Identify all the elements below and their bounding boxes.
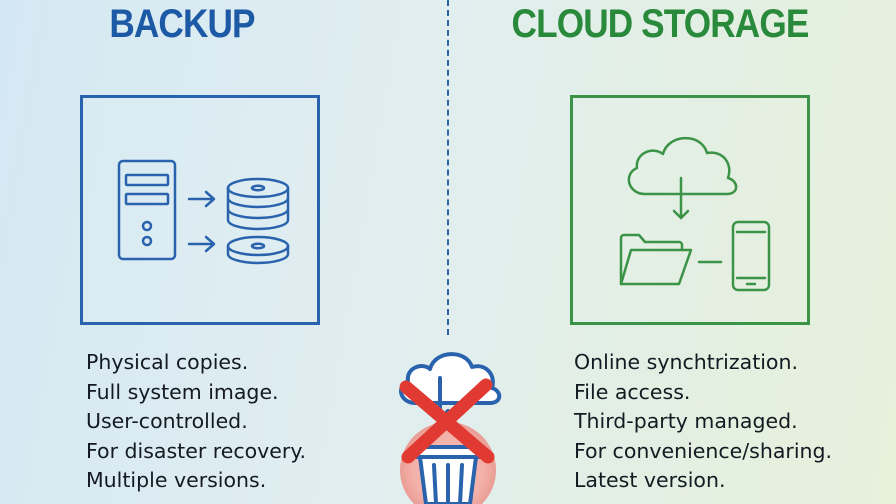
list-item: Online synchtrization. [574,350,798,374]
cross-icon [399,378,495,464]
cloud-download-icon [627,136,738,220]
backup-features-list: Physical copies. Full system image. User… [86,348,306,496]
cloud-storage-features-list: Online synchtrization. File access. Thir… [574,348,832,496]
list-item: Physical copies. [86,350,249,374]
list-item: User-controlled. [86,409,248,433]
list-item: Third-party managed. [574,409,798,433]
disk-icon [226,235,290,265]
list-item: Latest version. [574,468,726,492]
list-item: Multiple versions. [86,468,267,492]
server-tower-icon [117,159,177,261]
list-item: Full system image. [86,379,279,404]
cloud-trash-cross-icon [399,352,502,504]
folder-icon [619,233,693,286]
disk-stack-icon [226,177,290,231]
cloud-storage-illustration-panel [570,95,810,325]
smartphone-icon [731,220,771,292]
dashed-divider [447,0,449,335]
arrow-right-icon [187,190,216,208]
cloud-storage-title: CLOUD STORAGE [511,2,810,46]
arrow-right-icon [187,235,216,253]
list-item: File access. [574,379,691,404]
backup-illustration-panel [80,95,320,325]
list-item: For disaster recovery. [86,438,307,463]
list-item: For convenience/sharing. [574,438,833,463]
backup-title: BACKUP [109,2,255,46]
